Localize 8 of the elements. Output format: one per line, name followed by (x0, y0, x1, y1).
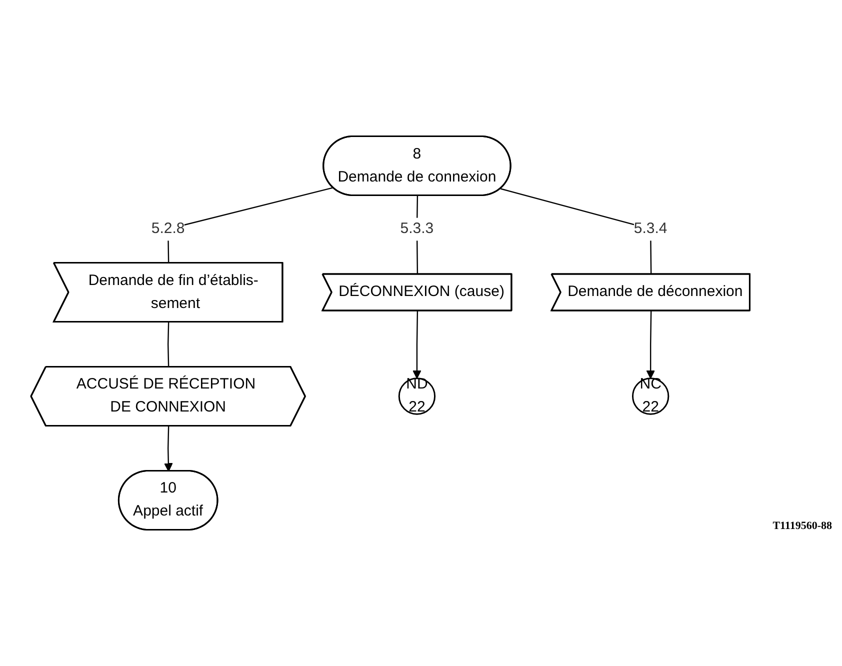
figure-reference: T1119560-88 (772, 520, 832, 532)
arrow (412, 311, 421, 379)
arrow (646, 311, 655, 379)
arrow (164, 426, 172, 472)
connector (167, 322, 169, 368)
edge-label: 5.2.8 (151, 220, 184, 237)
edge-label: 5.3.4 (634, 220, 667, 237)
edge-label: 5.3.3 (400, 220, 434, 237)
